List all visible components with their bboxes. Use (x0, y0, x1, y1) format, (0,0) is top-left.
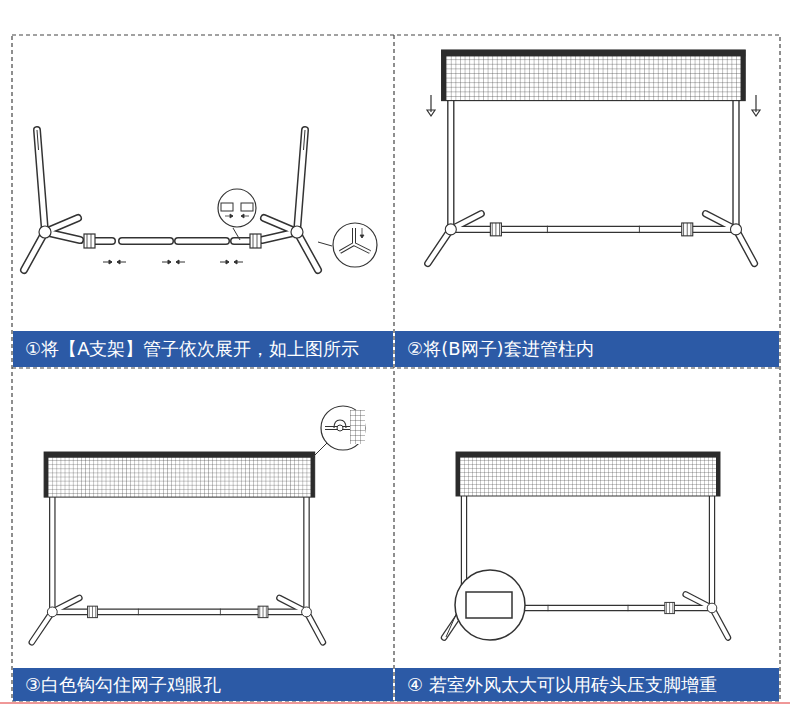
net-frame (427, 50, 760, 263)
zoom-callout (218, 189, 377, 267)
step-caption: ②将(B网子)套进管柱内 (395, 337, 594, 361)
caption-band: ①将【A支架】管子依次展开，如上图所示 (13, 331, 393, 367)
caption-band: ③白色钩勾住网子鸡眼孔 (13, 668, 393, 701)
unfolded-frame (24, 130, 318, 270)
step-caption: ④ 若室外风太大可以用砖头压支脚增重 (395, 673, 717, 697)
bottom-rule (0, 703, 790, 704)
caption-band: ②将(B网子)套进管柱内 (395, 331, 779, 367)
step-caption: ①将【A支架】管子依次展开，如上图所示 (13, 337, 359, 361)
panel-border (12, 35, 780, 701)
caption-band: ④ 若室外风太大可以用砖头压支脚增重 (395, 668, 779, 701)
net-frame (444, 452, 728, 640)
step-caption: ③白色钩勾住网子鸡眼孔 (13, 673, 221, 697)
net-frame (32, 406, 365, 642)
